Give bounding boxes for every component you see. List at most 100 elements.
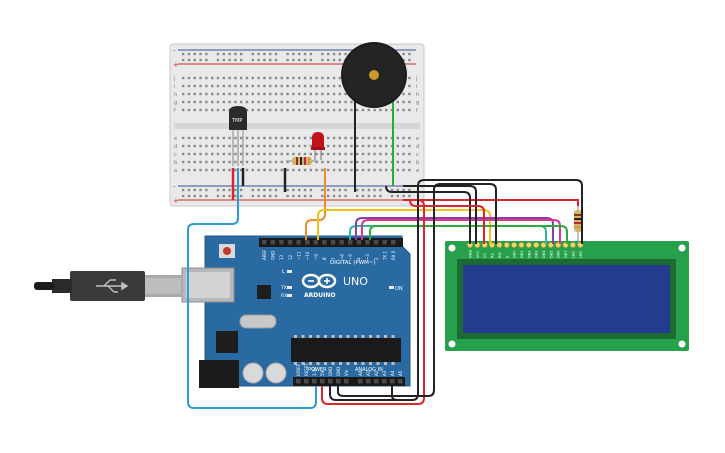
- breadboard-hole[interactable]: [182, 108, 185, 112]
- rail-hole[interactable]: [408, 52, 411, 56]
- breadboard-hole[interactable]: [251, 168, 254, 172]
- breadboard-hole[interactable]: [361, 160, 365, 164]
- rail-hole[interactable]: [402, 194, 405, 198]
- breadboard-hole[interactable]: [309, 76, 312, 80]
- rail-hole[interactable]: [309, 52, 312, 56]
- rail-hole[interactable]: [309, 194, 312, 198]
- breadboard-hole[interactable]: [182, 76, 185, 80]
- breadboard-hole[interactable]: [222, 160, 225, 164]
- rail-hole[interactable]: [240, 194, 243, 198]
- breadboard-hole[interactable]: [251, 144, 254, 148]
- breadboard-hole[interactable]: [408, 160, 411, 164]
- breadboard-hole[interactable]: [257, 108, 260, 112]
- rail-hole[interactable]: [193, 194, 196, 198]
- breadboard-hole[interactable]: [222, 144, 225, 148]
- breadboard-hole[interactable]: [240, 152, 243, 156]
- breadboard-hole[interactable]: [269, 144, 272, 148]
- rail-hole[interactable]: [222, 52, 225, 56]
- resistor-breadboard[interactable]: [286, 157, 318, 165]
- breadboard-hole[interactable]: [327, 76, 330, 80]
- breadboard-hole[interactable]: [199, 100, 202, 104]
- breadboard-hole[interactable]: [280, 76, 283, 80]
- rail-hole[interactable]: [338, 58, 341, 62]
- breadboard-hole[interactable]: [257, 100, 260, 104]
- breadboard-hole[interactable]: [205, 160, 208, 164]
- breadboard-hole[interactable]: [216, 92, 220, 96]
- breadboard-hole[interactable]: [222, 168, 225, 172]
- breadboard-hole[interactable]: [240, 160, 243, 164]
- rail-hole[interactable]: [338, 188, 341, 192]
- breadboard-hole[interactable]: [309, 100, 312, 104]
- rail-hole[interactable]: [292, 194, 295, 198]
- breadboard-hole[interactable]: [361, 136, 365, 140]
- breadboard-hole[interactable]: [338, 160, 341, 164]
- breadboard-hole[interactable]: [309, 136, 312, 140]
- breadboard-hole[interactable]: [251, 160, 254, 164]
- breadboard-hole[interactable]: [309, 152, 312, 156]
- rail-hole[interactable]: [292, 52, 295, 56]
- rail-hole[interactable]: [263, 58, 266, 62]
- rail-hole[interactable]: [286, 58, 289, 62]
- breadboard-hole[interactable]: [199, 160, 202, 164]
- breadboard-hole[interactable]: [263, 76, 266, 80]
- digital-pin-hole[interactable]: [287, 240, 293, 245]
- rail-hole[interactable]: [251, 188, 254, 192]
- breadboard-hole[interactable]: [228, 76, 231, 80]
- breadboard-hole[interactable]: [408, 84, 411, 88]
- breadboard-hole[interactable]: [350, 160, 353, 164]
- rail-hole[interactable]: [396, 194, 399, 198]
- breadboard-hole[interactable]: [280, 144, 283, 148]
- rail-hole[interactable]: [344, 188, 347, 192]
- breadboard-hole[interactable]: [298, 84, 301, 88]
- breadboard-hole[interactable]: [344, 144, 347, 148]
- rail-hole[interactable]: [286, 188, 289, 192]
- breadboard-hole[interactable]: [286, 92, 289, 96]
- breadboard-hole[interactable]: [263, 108, 266, 112]
- breadboard-hole[interactable]: [286, 136, 289, 140]
- lcd-pin[interactable]: [503, 242, 510, 248]
- rail-hole[interactable]: [228, 58, 231, 62]
- breadboard-hole[interactable]: [321, 76, 324, 80]
- breadboard-hole[interactable]: [280, 84, 283, 88]
- rail-hole[interactable]: [309, 188, 312, 192]
- breadboard-hole[interactable]: [315, 160, 318, 164]
- breadboard-hole[interactable]: [228, 152, 231, 156]
- resistor-lcd-backlight[interactable]: [574, 204, 582, 244]
- breadboard-hole[interactable]: [234, 92, 237, 96]
- breadboard-hole[interactable]: [303, 152, 307, 156]
- breadboard-hole[interactable]: [182, 160, 185, 164]
- breadboard-hole[interactable]: [396, 160, 399, 164]
- breadboard-hole[interactable]: [182, 100, 185, 104]
- breadboard-hole[interactable]: [315, 100, 318, 104]
- breadboard-hole[interactable]: [327, 84, 330, 88]
- rail-hole[interactable]: [332, 194, 336, 198]
- breadboard-hole[interactable]: [396, 100, 399, 104]
- digital-pin-hole[interactable]: [391, 240, 396, 245]
- breadboard-hole[interactable]: [303, 108, 307, 112]
- breadboard-hole[interactable]: [309, 108, 312, 112]
- rail-hole[interactable]: [274, 188, 278, 192]
- breadboard-hole[interactable]: [286, 168, 289, 172]
- rail-hole[interactable]: [390, 194, 394, 198]
- breadboard-hole[interactable]: [251, 92, 254, 96]
- breadboard-hole[interactable]: [292, 84, 295, 88]
- rail-hole[interactable]: [338, 194, 341, 198]
- breadboard-hole[interactable]: [298, 144, 301, 148]
- breadboard-hole[interactable]: [234, 136, 237, 140]
- power-pin-hole[interactable]: [358, 379, 363, 384]
- breadboard-hole[interactable]: [408, 108, 411, 112]
- breadboard-hole[interactable]: [228, 136, 231, 140]
- breadboard-hole[interactable]: [245, 76, 249, 80]
- red-led[interactable]: [311, 132, 325, 160]
- breadboard-hole[interactable]: [408, 152, 411, 156]
- rail-hole[interactable]: [292, 58, 295, 62]
- breadboard-hole[interactable]: [251, 76, 254, 80]
- breadboard-hole[interactable]: [344, 100, 347, 104]
- breadboard-hole[interactable]: [263, 168, 266, 172]
- breadboard-hole[interactable]: [182, 168, 185, 172]
- breadboard-hole[interactable]: [408, 100, 411, 104]
- breadboard-hole[interactable]: [245, 100, 249, 104]
- lcd-pin[interactable]: [540, 242, 547, 248]
- breadboard-hole[interactable]: [338, 84, 341, 88]
